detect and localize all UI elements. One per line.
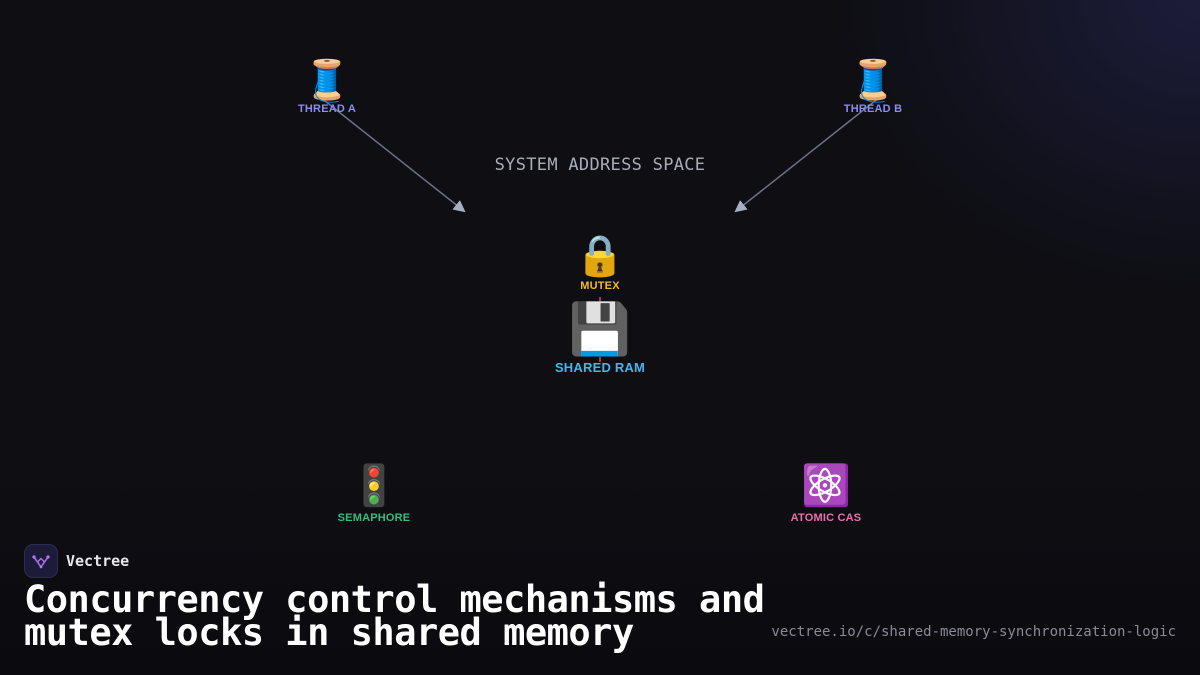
- source-url[interactable]: vectree.io/c/shared-memory-synchronizati…: [771, 624, 1176, 640]
- brand[interactable]: Vectree: [24, 544, 129, 578]
- traffic-light-icon: 🚦: [349, 464, 399, 508]
- vectree-logo-mark: [32, 555, 50, 569]
- address-space-title: SYSTEM ADDRESS SPACE: [494, 155, 706, 175]
- spool-of-thread-icon: 🧵: [302, 59, 352, 103]
- mutex-label: MUTEX: [580, 280, 620, 292]
- thread-a-label: THREAD A: [297, 103, 357, 115]
- semaphore-label: SEMAPHORE: [337, 512, 411, 524]
- edge-thread-a-to-address-space: [319, 96, 466, 213]
- lock-icon: 🔒: [575, 234, 625, 278]
- thread-a-node: 🧵 THREAD A: [298, 61, 356, 115]
- spool-of-thread-icon: 🧵: [848, 59, 898, 103]
- shared-ram-node: 💾 SHARED RAM: [555, 304, 645, 375]
- mutex-node: 🔒 MUTEX: [575, 236, 625, 292]
- atomic-cas-label: ATOMIC CAS: [790, 512, 862, 524]
- thread-b-node: 🧵 THREAD B: [844, 61, 902, 115]
- atom-icon: ⚛️: [801, 464, 851, 508]
- thread-b-label: THREAD B: [843, 103, 903, 115]
- vectree-logo-icon: [24, 544, 58, 578]
- page-headline: Concurrency control mechanisms and mutex…: [24, 578, 765, 654]
- floppy-disk-icon: 💾: [568, 301, 632, 357]
- brand-name: Vectree: [66, 552, 130, 570]
- shared-ram-label: SHARED RAM: [554, 360, 646, 375]
- atomic-cas-node: ⚛️ ATOMIC CAS: [791, 466, 862, 524]
- semaphore-node: 🚦 SEMAPHORE: [338, 466, 411, 524]
- edge-thread-b-to-address-space: [734, 96, 881, 213]
